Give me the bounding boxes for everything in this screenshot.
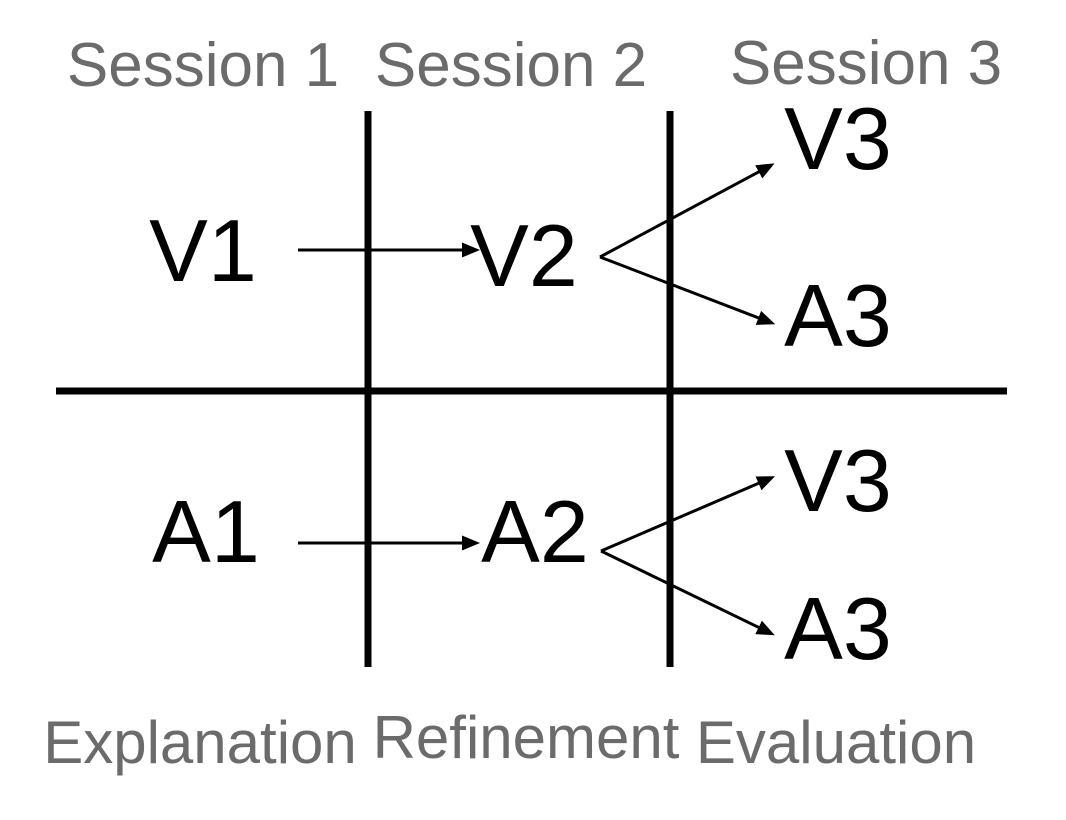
node-a3-top: A3 xyxy=(784,266,892,365)
node-v1: V1 xyxy=(149,201,257,300)
session-1-header: Session 1 xyxy=(66,31,340,100)
arrow-a2-to-a3 xyxy=(600,549,775,636)
node-a2: A2 xyxy=(481,482,589,581)
node-v3-top: V3 xyxy=(784,89,892,188)
node-a1: A1 xyxy=(152,482,260,581)
arrow-v2-to-a3 xyxy=(599,255,776,325)
session-2-header: Session 2 xyxy=(374,31,648,100)
phase-label-evaluation: Evaluation xyxy=(695,709,977,776)
node-a3-bottom: A3 xyxy=(784,579,892,678)
phase-label-refinement: Refinement xyxy=(372,704,680,771)
node-v3-bottom: V3 xyxy=(784,431,892,530)
arrow-v2-to-v3 xyxy=(599,163,775,259)
arrow-a2-to-v3 xyxy=(600,476,776,553)
node-v2: V2 xyxy=(470,206,578,305)
session-3-header: Session 3 xyxy=(729,29,1003,98)
phase-label-explanation: Explanation xyxy=(43,709,357,776)
